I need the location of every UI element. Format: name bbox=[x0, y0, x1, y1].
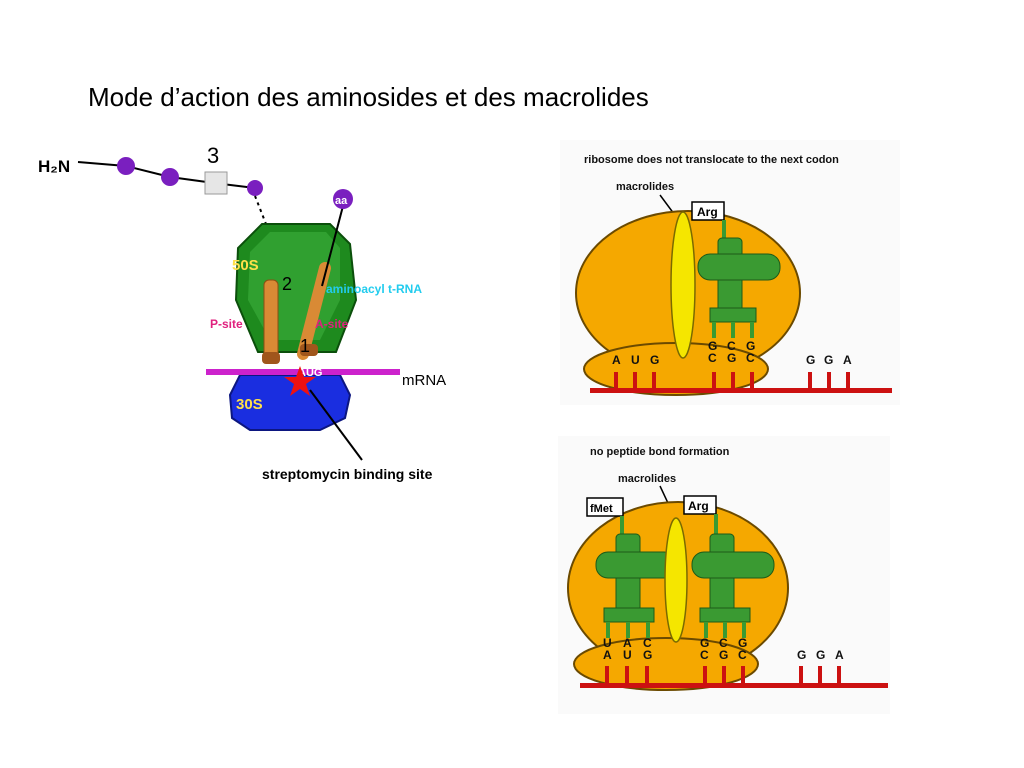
bottom-codon-right-2: G bbox=[719, 648, 728, 662]
small-subunit-30s: 30S bbox=[228, 374, 352, 431]
codon-label: AUG bbox=[298, 367, 322, 379]
streptomycin-star-icon bbox=[284, 366, 316, 396]
subunit-50s-label: 50S bbox=[232, 257, 259, 274]
aa-label: aa bbox=[335, 195, 348, 207]
top-mrna bbox=[590, 372, 892, 393]
bottom-anticodon-left-2: A bbox=[623, 636, 632, 650]
amino-acid-bead bbox=[247, 180, 263, 196]
top-anticodon-1: G bbox=[708, 339, 717, 353]
top-trna-label: Arg bbox=[697, 205, 718, 219]
peptide-chain: H₂N 3 bbox=[38, 143, 267, 225]
slide-title: Mode d’action des aminosides et des macr… bbox=[88, 82, 649, 112]
mrna-strand bbox=[206, 369, 400, 375]
top-codon1-3: G bbox=[650, 353, 659, 367]
bottom-trna-arg: Arg bbox=[683, 495, 775, 638]
bottom-anticodon-right-3: G bbox=[738, 636, 747, 650]
step-2-label: 2 bbox=[282, 274, 292, 294]
bottom-codon-left-1: A bbox=[603, 648, 612, 662]
bottom-small-subunit bbox=[573, 637, 759, 691]
top-codon1-2: U bbox=[631, 353, 640, 367]
top-macrolide-molecule bbox=[670, 211, 696, 359]
bottom-trna-right-label: Arg bbox=[688, 499, 709, 513]
bottom-macrolide-molecule bbox=[664, 517, 688, 643]
amino-acid-bead bbox=[117, 157, 135, 175]
top-codon3-2: G bbox=[824, 353, 833, 367]
mrna-label: mRNA bbox=[402, 372, 446, 389]
bottom-trna-fmet: fMet bbox=[586, 497, 677, 638]
step-3-label: 3 bbox=[207, 143, 219, 168]
top-codon3-3: A bbox=[843, 353, 852, 367]
top-trna-arg: Arg bbox=[691, 201, 781, 338]
top-caption: ribosome does not translocate to the nex… bbox=[584, 154, 839, 166]
aminoacyl-trna-label: aminoacyl t-RNA bbox=[326, 282, 422, 296]
a-site-label: A-site bbox=[315, 317, 349, 331]
bottom-codon3-3: A bbox=[835, 648, 844, 662]
streptomycin-label: streptomycin binding site bbox=[262, 466, 433, 482]
top-codon2-3: C bbox=[746, 351, 755, 365]
bottom-codon-right-3: C bbox=[738, 648, 747, 662]
top-codon1-1: A bbox=[612, 353, 621, 367]
trna-rods: aa bbox=[262, 189, 353, 364]
amino-acid-bead bbox=[161, 168, 179, 186]
top-anticodon-3: G bbox=[746, 339, 755, 353]
bottom-anticodon-left-3: C bbox=[643, 636, 652, 650]
bottom-caption: no peptide bond formation bbox=[590, 446, 730, 458]
bottom-trna-left-label: fMet bbox=[590, 503, 613, 515]
top-codon2-2: G bbox=[727, 351, 736, 365]
bottom-codon-left-3: G bbox=[643, 648, 652, 662]
top-codon2-1: C bbox=[708, 351, 717, 365]
top-anticodon-2: C bbox=[727, 339, 736, 353]
p-site-label: P-site bbox=[210, 317, 243, 331]
bottom-codon3-2: G bbox=[816, 648, 825, 662]
amine-label: H₂N bbox=[38, 157, 70, 176]
bottom-codon-right-1: C bbox=[700, 648, 709, 662]
bottom-anticodon-right-2: C bbox=[719, 636, 728, 650]
top-macrolides-label: macrolides bbox=[616, 181, 674, 193]
bottom-anticodon-left-1: U bbox=[603, 636, 612, 650]
bottom-macrolides-label: macrolides bbox=[618, 473, 676, 485]
bottom-codon-left-2: U bbox=[623, 648, 632, 662]
step-1-label: 1 bbox=[300, 336, 310, 356]
bottom-codon3-1: G bbox=[797, 648, 806, 662]
amino-acid-block bbox=[204, 171, 228, 195]
bottom-mrna bbox=[580, 666, 888, 688]
subunit-30s-label: 30S bbox=[236, 396, 263, 413]
aa-bead bbox=[333, 189, 353, 209]
bottom-anticodon-right-1: G bbox=[700, 636, 709, 650]
top-codon3-1: G bbox=[806, 353, 815, 367]
